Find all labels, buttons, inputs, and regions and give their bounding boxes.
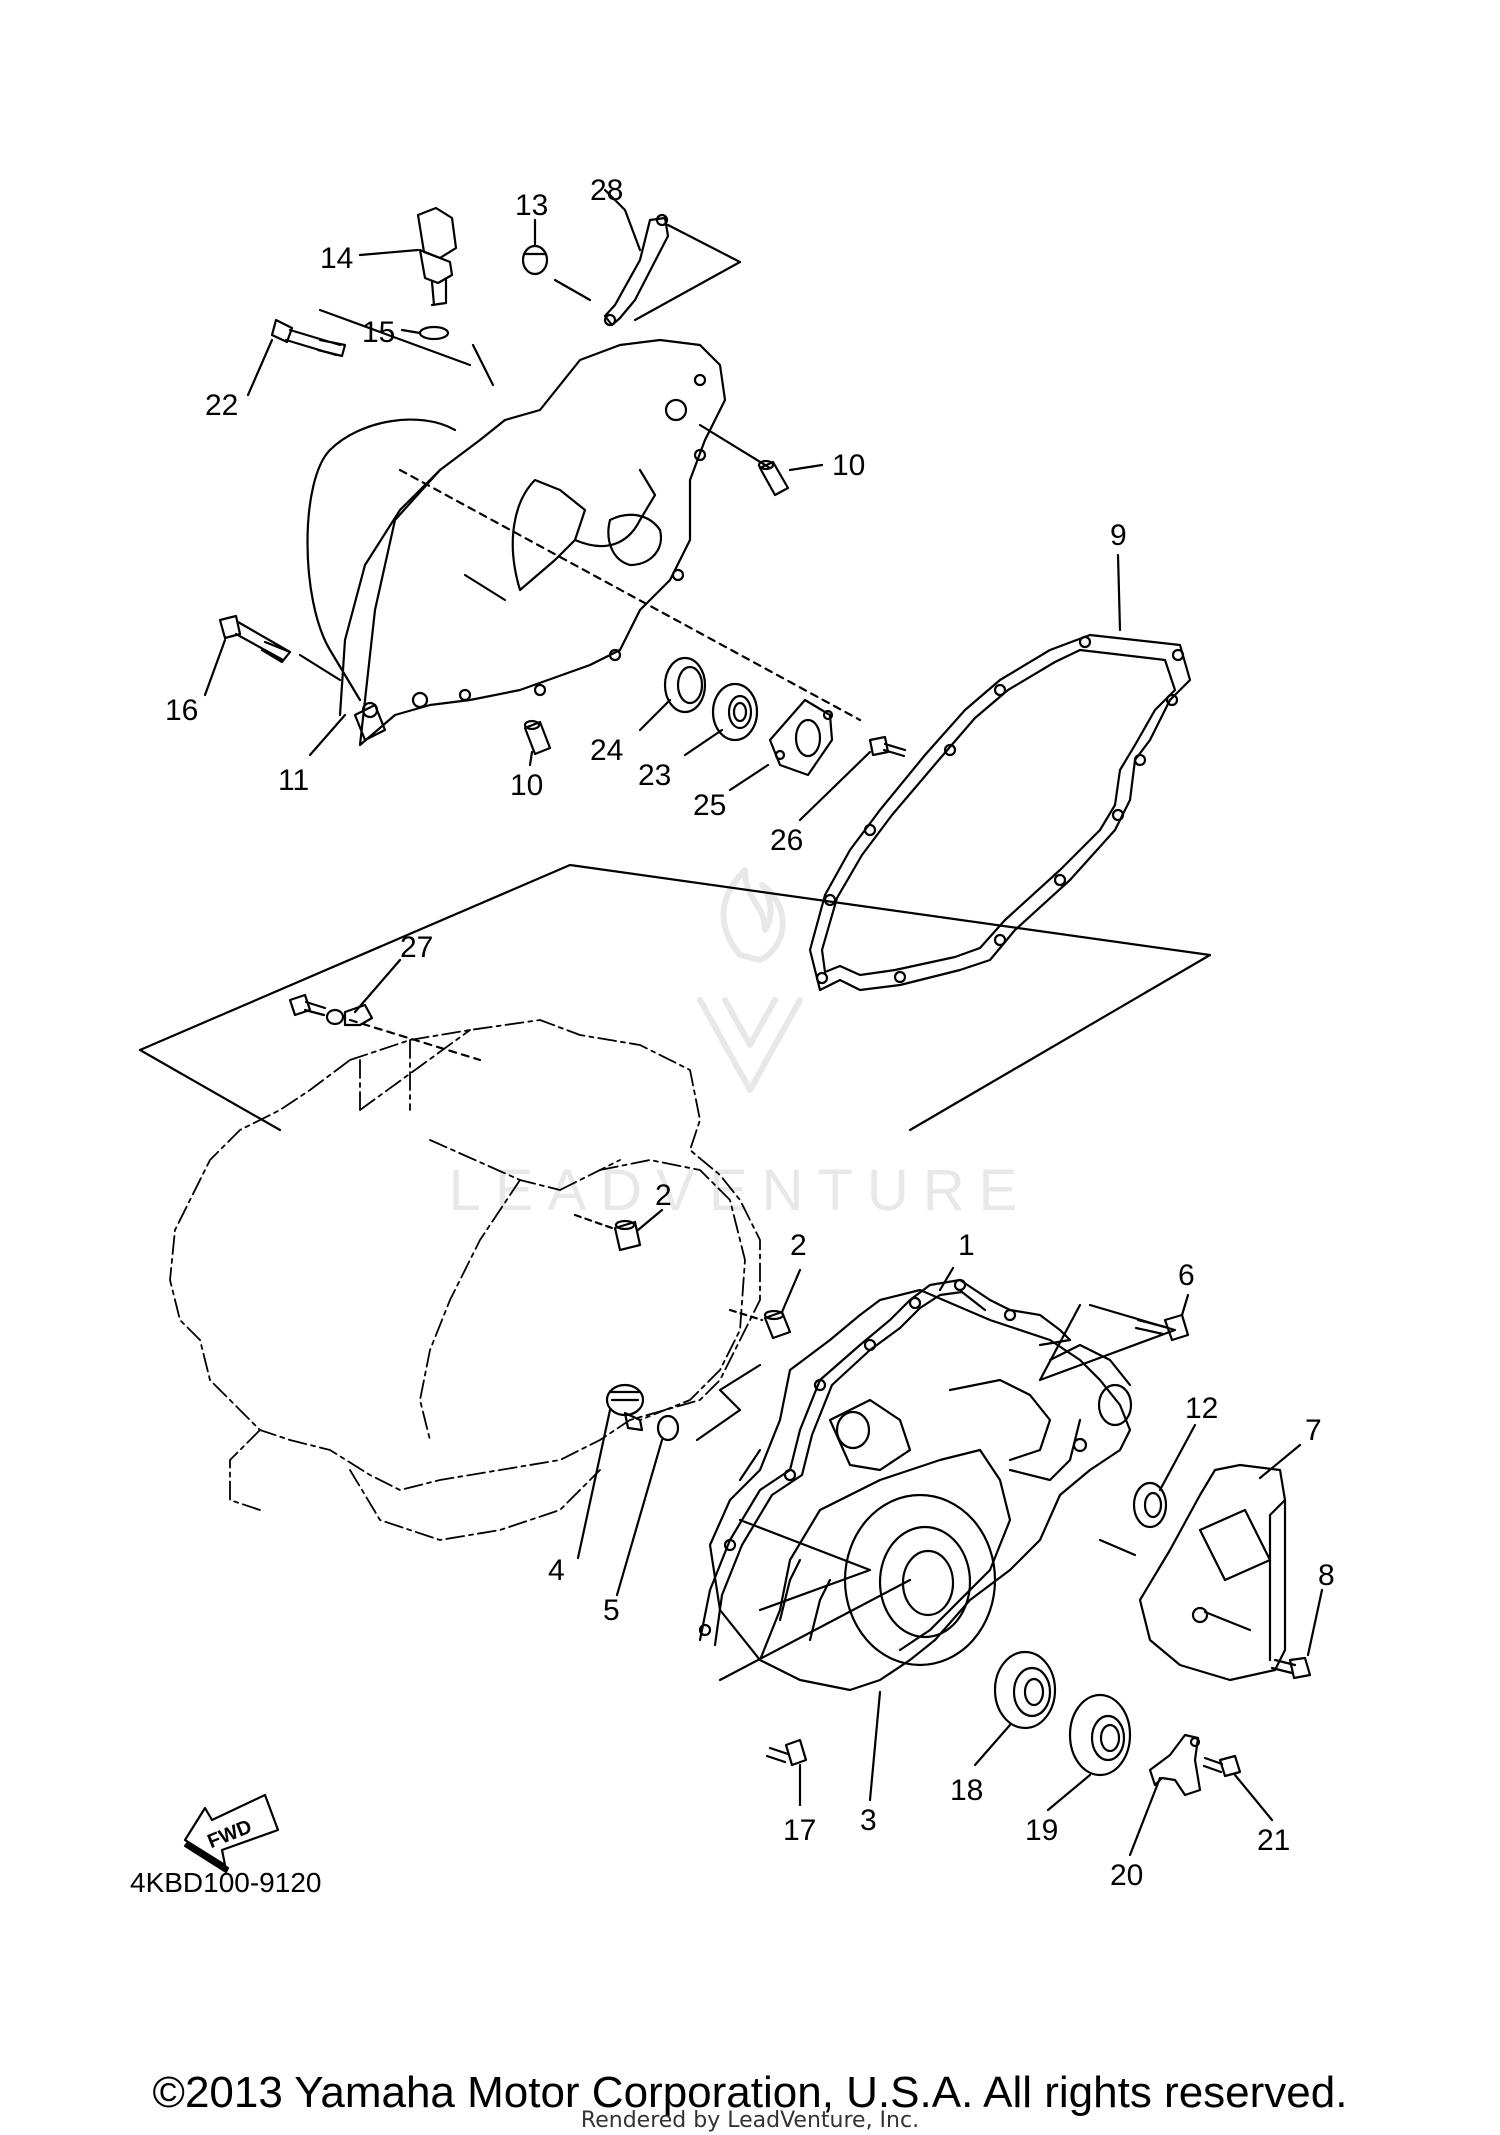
callout-5: 5 — [603, 1594, 620, 1627]
callout-10b: 10 — [510, 769, 543, 802]
callout-24: 24 — [590, 734, 623, 767]
callout-2a: 2 — [655, 1179, 672, 1212]
copyright-notice: ©2013 Yamaha Motor Corporation, U.S.A. A… — [152, 2068, 1348, 2117]
callout-7: 7 — [1305, 1414, 1322, 1447]
bolt-22 — [270, 318, 347, 358]
callout-25: 25 — [693, 789, 726, 822]
bearing-23 — [711, 682, 759, 742]
callout-27: 27 — [400, 931, 433, 964]
watermark-text: LEADVENTURE — [449, 1158, 1032, 1223]
callout-28: 28 — [590, 174, 623, 207]
oil-filler-cap — [416, 206, 458, 307]
bearing-18 — [993, 1650, 1057, 1730]
screw-26 — [868, 735, 907, 758]
callout-19: 19 — [1025, 1814, 1058, 1847]
engine-outline — [169, 1019, 761, 1541]
callout-4: 4 — [548, 1554, 565, 1587]
callout-17: 17 — [783, 1814, 816, 1847]
callout-23: 23 — [638, 759, 671, 792]
retainer-plate-25 — [768, 698, 834, 777]
dowel-pin-10b — [523, 719, 552, 756]
gasket-9 — [808, 633, 1192, 992]
bolt-8 — [1270, 1656, 1312, 1680]
dowel-pin-2b — [728, 1308, 792, 1340]
diagram-part-code: 4KBD100-9120 — [130, 1867, 321, 1898]
callout-21: 21 — [1257, 1824, 1290, 1857]
gasket-1 — [698, 1278, 1072, 1642]
oil-seal-12 — [1132, 1481, 1168, 1529]
right-crankcase-cover — [708, 1288, 1133, 1692]
exploded-parts-diagram: LEADVENTURE — [130, 174, 1335, 1898]
callout-9: 9 — [1110, 519, 1127, 552]
callout-1: 1 — [958, 1229, 975, 1262]
dowel-pin-2a — [573, 1213, 642, 1252]
callout-3: 3 — [860, 1804, 877, 1837]
callout-14: 14 — [320, 242, 353, 275]
callout-15: 15 — [362, 316, 395, 349]
screw-21 — [1202, 1754, 1242, 1778]
o-ring — [418, 325, 450, 341]
callout-labels: 1 2 2 3 4 5 6 7 8 9 10 10 11 12 13 14 15… — [130, 174, 1335, 1898]
callout-26: 26 — [770, 824, 803, 857]
callout-11: 11 — [278, 764, 309, 797]
callout-18: 18 — [950, 1774, 983, 1807]
oil-seal-19 — [1068, 1693, 1132, 1777]
bolt-6 — [1134, 1313, 1190, 1342]
callout-10a: 10 — [832, 449, 865, 482]
oil-seal-24 — [663, 656, 707, 714]
bolt-16 — [218, 614, 292, 664]
callout-20: 20 — [1110, 1859, 1143, 1892]
fwd-arrow-icon — [183, 1793, 280, 1874]
cover-plate-7 — [1138, 1463, 1287, 1682]
callout-8: 8 — [1318, 1559, 1335, 1592]
o-ring-5 — [656, 1414, 680, 1442]
rendered-by-credit: Rendered by LeadVenture, Inc. — [580, 2108, 920, 2133]
callout-13: 13 — [515, 189, 548, 222]
plug-13 — [521, 244, 592, 302]
callout-16: 16 — [165, 694, 198, 727]
drain-plug-4 — [605, 1383, 645, 1432]
callout-2b: 2 — [790, 1229, 807, 1262]
left-crankcase-cover — [306, 338, 727, 747]
callout-6: 6 — [1178, 1259, 1195, 1292]
callout-12: 12 — [1185, 1392, 1218, 1425]
bolt-17 — [765, 1738, 808, 1767]
callout-22: 22 — [205, 389, 238, 422]
watermark-logo — [697, 867, 803, 1093]
dowel-pin-10a — [757, 459, 790, 497]
bracket-28 — [603, 213, 742, 327]
bolt-clamp-27 — [288, 993, 374, 1027]
